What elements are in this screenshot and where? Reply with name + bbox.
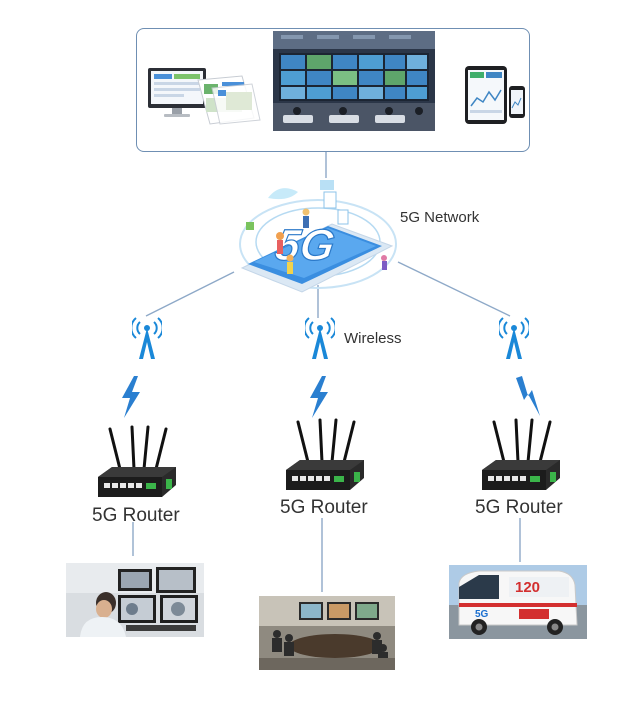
line-network-to-tower-left bbox=[145, 271, 235, 317]
signal-tower-icon bbox=[499, 317, 529, 359]
lightning-bolt-icon bbox=[122, 376, 140, 418]
5g-network-illustration: 5G bbox=[239, 180, 397, 293]
router-icon bbox=[286, 418, 364, 490]
tablet-phone-image bbox=[465, 66, 525, 124]
router-label-right: 5G Router bbox=[475, 497, 563, 518]
svg-text:5G: 5G bbox=[475, 609, 489, 620]
command-center-image bbox=[273, 31, 435, 131]
wireless-label: Wireless bbox=[344, 330, 402, 347]
router-icon bbox=[482, 418, 560, 490]
5g-network-label: 5G Network bbox=[400, 209, 480, 226]
medical-imaging-photo bbox=[66, 563, 204, 637]
router-icon bbox=[98, 425, 176, 497]
signal-tower-icon bbox=[305, 317, 335, 359]
lightning-bolt-icon bbox=[516, 376, 540, 416]
line-network-to-tower-right bbox=[397, 261, 511, 317]
signal-tower-icon bbox=[132, 317, 162, 359]
router-label-left: 5G Router bbox=[92, 505, 180, 526]
lightning-bolt-icon bbox=[310, 376, 328, 418]
ambulance-number: 120 bbox=[515, 579, 540, 596]
ambulance-photo: 120 5G bbox=[449, 565, 587, 639]
video-conference-photo bbox=[259, 596, 395, 670]
desktop-dashboard-image bbox=[148, 68, 261, 125]
router-label-center: 5G Router bbox=[280, 497, 368, 518]
